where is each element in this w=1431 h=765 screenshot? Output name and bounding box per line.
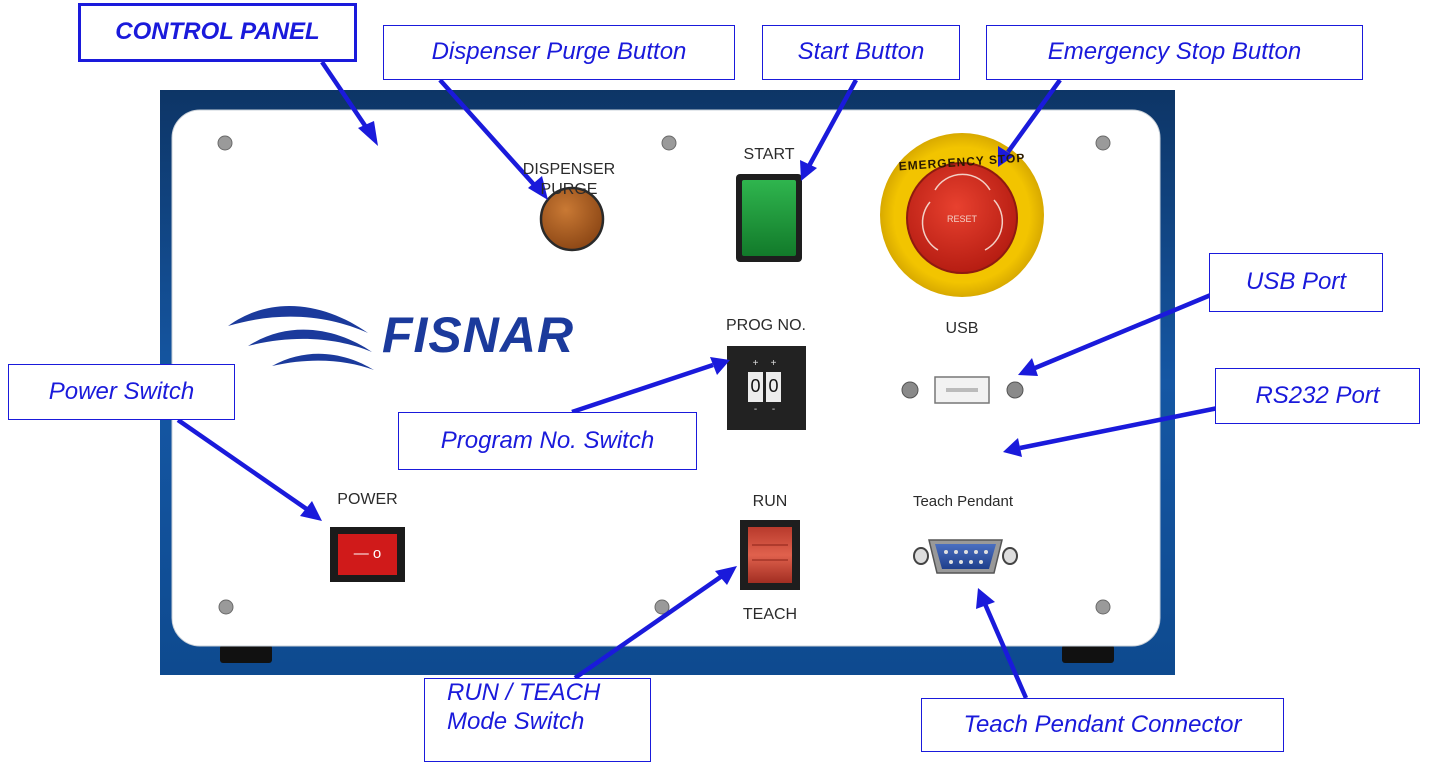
db9-insert — [935, 544, 996, 569]
callout-arrows — [176, 60, 1219, 699]
power-switch-symbols: — o — [353, 545, 382, 562]
prog-digit-window-2 — [766, 372, 781, 402]
run-label: RUN — [752, 493, 788, 510]
prog-plus-2: + — [770, 358, 777, 369]
db9-screw-left — [913, 547, 929, 565]
callout-teach-pendant-connector: Teach Pendant Connector — [921, 698, 1284, 752]
prog-digit-2[interactable]: 0 — [768, 376, 779, 396]
fisnar-logo-text: FISNAR — [382, 307, 575, 363]
callout-run-teach: RUN / TEACH Mode Switch — [424, 678, 651, 762]
callout-emergency-stop: Emergency Stop Button — [986, 25, 1363, 80]
usb-led-right — [1006, 381, 1024, 399]
power-switch[interactable] — [338, 534, 397, 575]
callout-run-teach-line1: RUN / TEACH — [447, 679, 601, 706]
start-label: START — [743, 146, 795, 163]
foot-right — [1062, 645, 1114, 663]
emergency-stop-button[interactable] — [906, 162, 1018, 274]
run-teach-switch[interactable] — [748, 527, 792, 583]
callout-power-switch: Power Switch — [8, 364, 235, 420]
usb-slot — [946, 388, 978, 392]
dispenser-label-line1: DISPENSER — [522, 161, 616, 178]
prog-minus-1: - — [753, 404, 758, 415]
screws — [217, 135, 1111, 615]
prog-digit-window-1 — [748, 372, 763, 402]
usb-led-left — [901, 381, 919, 399]
power-label: POWER — [337, 491, 398, 508]
usb-label: USB — [945, 320, 979, 337]
estop-reset-label: RESET — [946, 214, 977, 224]
prog-digit-1[interactable]: 0 — [750, 376, 761, 396]
teach-label: TEACH — [742, 606, 798, 623]
dispenser-purge-label: DISPENSER PURGE — [507, 160, 631, 200]
callout-usb-port: USB Port — [1209, 253, 1383, 312]
callout-start-button: Start Button — [762, 25, 960, 80]
dispenser-purge-button[interactable] — [539, 186, 605, 252]
db9-screw-right — [1002, 547, 1018, 565]
prog-plus-1: + — [752, 358, 759, 369]
callout-control-panel: CONTROL PANEL — [78, 3, 357, 62]
start-button[interactable] — [742, 180, 796, 256]
foot-left — [220, 645, 272, 663]
callout-run-teach-line2: Mode Switch — [447, 707, 585, 735]
db9-pins — [944, 550, 988, 564]
callout-program-no-switch: Program No. Switch — [398, 412, 697, 470]
prog-minus-2: - — [771, 404, 776, 415]
fisnar-logo-icon — [228, 305, 374, 370]
dispenser-label-line2: PURGE — [540, 181, 598, 198]
prog-no-label: PROG NO. — [725, 317, 806, 334]
estop-reset-arrows — [921, 173, 1004, 251]
callout-dispenser-purge: Dispenser Purge Button — [383, 25, 735, 80]
teach-pendant-label: Teach Pendant — [912, 493, 1014, 510]
callout-rs232-port: RS232 Port — [1215, 368, 1420, 424]
